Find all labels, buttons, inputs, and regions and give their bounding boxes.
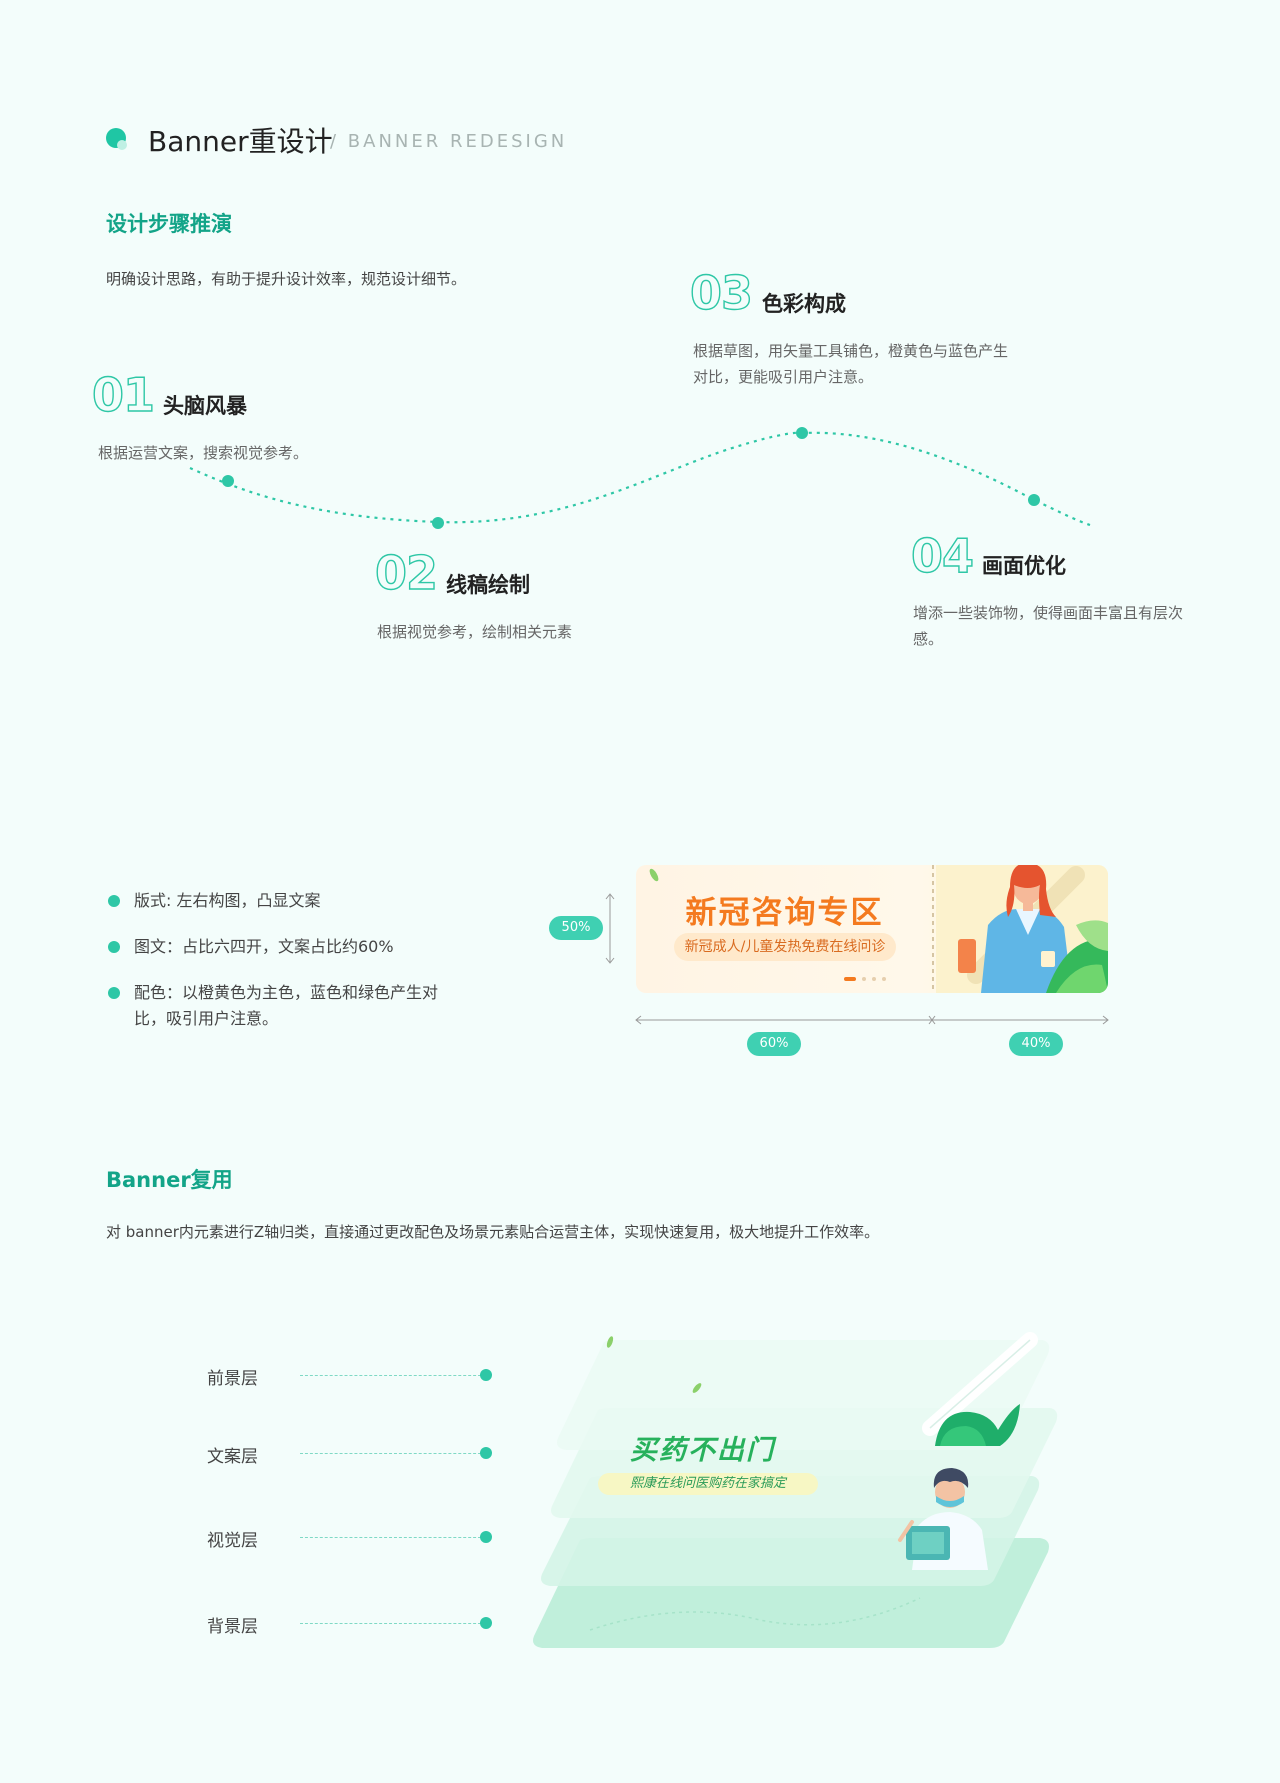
step-4-desc: 增添一些装饰物，使得画面丰富且有层次感。 (913, 604, 1184, 648)
layer-marker (480, 1531, 492, 1543)
covid-banner-headline: 新冠咨询专区 (685, 895, 884, 931)
layout-bullet-1: 版式: 左右构图，凸显文案 (134, 891, 321, 910)
step-3-desc: 根据草图，用矢量工具铺色，橙黄色与蓝色产生对比，更能吸引用户注意。 (693, 342, 1009, 386)
step-2-title: 线稿绘制 (446, 573, 530, 597)
step-1-desc: 根据运营文案，搜索视觉参考。 (98, 444, 309, 462)
covid-banner: 新冠咨询专区 新冠成人/儿童发热免费在线问诊 (636, 865, 1108, 993)
covid-banner-subline: 新冠成人/儿童发热免费在线问诊 (674, 933, 896, 961)
covid-banner-illustration (649, 865, 1108, 993)
bullet-icon (108, 987, 120, 999)
step-3-number: 03 (689, 265, 753, 320)
layer-label-foreground: 前景层 (207, 1369, 258, 1389)
reuse-banner-subline: 熙康在线问医购药在家搞定 (598, 1473, 818, 1495)
layer-connector (300, 1453, 486, 1454)
design-steps-description: 明确设计思路，有助于提升设计效率，规范设计细节。 (106, 270, 467, 288)
reuse-banner-headline: 买药不出门 (630, 1435, 775, 1466)
step-1-title: 头脑风暴 (163, 394, 247, 418)
step-2-desc: 根据视觉参考，绘制相关元素 (377, 623, 573, 641)
step-4-number: 04 (910, 528, 974, 583)
step-3-title: 色彩构成 (762, 292, 846, 316)
layer-label-background: 背景层 (207, 1617, 258, 1637)
layer-marker (480, 1369, 492, 1381)
right-width-ratio-badge: 40% (1009, 1032, 1063, 1056)
reuse-title: Banner复用 (106, 1168, 233, 1192)
layer-marker (480, 1447, 492, 1459)
step-2-marker (432, 517, 444, 529)
layout-bullet-2: 图文：占比六四开，文案占比约60% (134, 937, 394, 956)
step-1-number: 01 (91, 367, 155, 422)
height-ratio-badge: 50% (549, 916, 603, 940)
design-steps-title: 设计步骤推演 (106, 212, 232, 236)
layer-stack-illustration (533, 1332, 1058, 1648)
step-1-marker (222, 475, 234, 487)
steps-wave-line (189, 427, 1091, 529)
step-2-number: 02 (374, 545, 438, 600)
layer-label-copy: 文案层 (207, 1447, 258, 1467)
bullet-icon (108, 941, 120, 953)
reuse-description: 对 banner内元素进行Z轴归类，直接通过更改配色及场景元素贴合运营主体，实现… (106, 1223, 880, 1241)
layer-connector (300, 1375, 486, 1376)
layer-marker (480, 1617, 492, 1629)
layout-bullet-3: 配色：以橙黄色为主色，蓝色和绿色产生对比，吸引用户注意。 (134, 983, 439, 1028)
page-subtitle: / BANNER REDESIGN (330, 131, 568, 152)
header-bullet-shadow (117, 140, 127, 150)
banner-measure-lines (605, 893, 1109, 1025)
bullet-icon (108, 895, 120, 907)
layer-label-visual: 视觉层 (207, 1531, 258, 1551)
step-3-marker (796, 427, 808, 439)
page-title: Banner重设计 (148, 125, 333, 158)
step-4-title: 画面优化 (982, 554, 1066, 578)
left-width-ratio-badge: 60% (747, 1032, 801, 1056)
layer-connector (300, 1623, 486, 1624)
layer-connector (300, 1537, 486, 1538)
step-4-marker (1028, 494, 1040, 506)
